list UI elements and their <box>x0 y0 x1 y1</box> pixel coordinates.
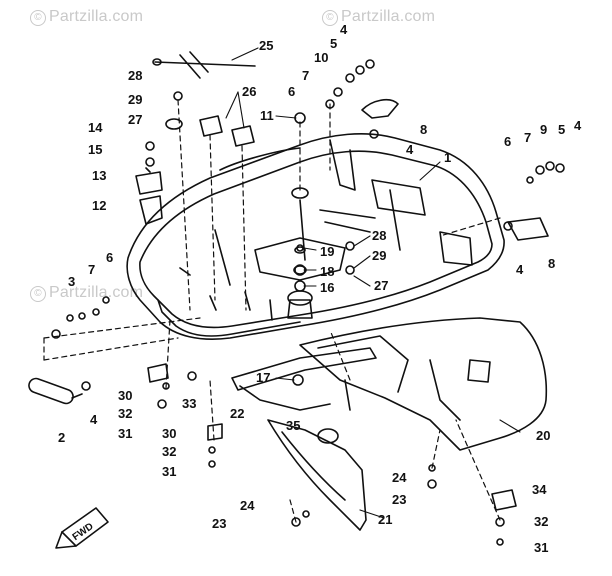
rod-part-25 <box>152 51 256 79</box>
copyright-icon: © <box>30 10 46 26</box>
callout-6: 6 <box>288 84 295 99</box>
callout-29: 29 <box>372 248 386 263</box>
callout-34: 34 <box>532 482 547 497</box>
callout-23: 23 <box>392 492 406 507</box>
callout-3: 3 <box>68 274 75 289</box>
callout-8: 8 <box>548 256 555 271</box>
callout-4: 4 <box>90 412 98 427</box>
callout-leaders <box>225 47 521 519</box>
callout-27: 27 <box>374 278 388 293</box>
callout-6: 6 <box>106 250 113 265</box>
callout-31: 31 <box>162 464 176 479</box>
handle-part-8-right <box>507 217 549 241</box>
callout-32: 32 <box>118 406 132 421</box>
callout-26: 26 <box>242 84 256 99</box>
callout-7: 7 <box>524 130 531 145</box>
watermark-text: Partzilla.com <box>341 8 436 25</box>
callout-21: 21 <box>378 512 392 527</box>
watermark-text: Partzilla.com <box>49 8 144 25</box>
callout-31: 31 <box>534 540 548 555</box>
bracket-part-12 <box>139 195 163 225</box>
watermark-top-left: ©Partzilla.com <box>30 8 143 26</box>
callout-4: 4 <box>574 118 582 133</box>
callout-28: 28 <box>372 228 386 243</box>
copyright-icon: © <box>30 286 46 302</box>
handle-part-8-top <box>361 98 399 119</box>
callout-22: 22 <box>230 406 244 421</box>
bottom-cowling-right <box>299 317 548 451</box>
callout-30: 30 <box>162 426 176 441</box>
callout-labels: 25 4 5 10 7 6 28 26 29 27 11 8 4 1 14 15… <box>58 22 582 555</box>
copyright-icon: © <box>322 10 338 26</box>
callout-10: 10 <box>314 50 328 65</box>
bottom-cowling-left <box>267 419 367 531</box>
callout-6: 6 <box>504 134 511 149</box>
callout-4: 4 <box>340 22 348 37</box>
callout-7: 7 <box>88 262 95 277</box>
callout-5: 5 <box>558 122 565 137</box>
fwd-arrow <box>55 507 109 549</box>
watermark-top-right: ©Partzilla.com <box>322 8 435 26</box>
callout-25: 25 <box>259 38 273 53</box>
clip-part-26-a <box>199 115 223 137</box>
clip-part-26-b <box>231 125 255 147</box>
callout-32: 32 <box>162 444 176 459</box>
grommet-part-35 <box>317 428 339 444</box>
callout-8: 8 <box>420 122 427 137</box>
callout-5: 5 <box>330 36 337 51</box>
callout-12: 12 <box>92 198 106 213</box>
callout-20: 20 <box>536 428 550 443</box>
callout-7: 7 <box>302 68 309 83</box>
watermark-mid-left: ©Partzilla.com <box>30 284 143 302</box>
callout-16: 16 <box>320 280 334 295</box>
callout-31: 31 <box>118 426 132 441</box>
callout-14: 14 <box>88 120 103 135</box>
callout-15: 15 <box>88 142 102 157</box>
callout-33: 33 <box>182 396 196 411</box>
callout-27: 27 <box>128 112 142 127</box>
callout-4: 4 <box>516 262 524 277</box>
callout-35: 35 <box>286 418 300 433</box>
clamp-part-13 <box>135 167 163 195</box>
callout-32: 32 <box>534 514 548 529</box>
callout-2: 2 <box>58 430 65 445</box>
callout-13: 13 <box>92 168 106 183</box>
callout-28: 28 <box>128 68 142 83</box>
callout-24: 24 <box>240 498 255 513</box>
watermark-text: Partzilla.com <box>49 284 144 301</box>
clip-part-34 <box>491 489 517 511</box>
handle-part-2 <box>28 377 83 405</box>
callout-23: 23 <box>212 516 226 531</box>
callout-18: 18 <box>320 264 334 279</box>
callout-1: 1 <box>444 150 451 165</box>
callout-19: 19 <box>320 244 334 259</box>
callout-30: 30 <box>118 388 132 403</box>
callout-24: 24 <box>392 470 407 485</box>
clip-part-30-a <box>147 363 169 383</box>
callout-4: 4 <box>406 142 414 157</box>
dashed-leaders <box>43 99 501 523</box>
callout-9: 9 <box>540 122 547 137</box>
callout-17: 17 <box>256 370 270 385</box>
seal-strip <box>231 347 377 411</box>
clip-part-30-b <box>207 423 223 441</box>
fasteners <box>51 59 565 546</box>
callout-29: 29 <box>128 92 142 107</box>
callout-11: 11 <box>260 108 274 123</box>
